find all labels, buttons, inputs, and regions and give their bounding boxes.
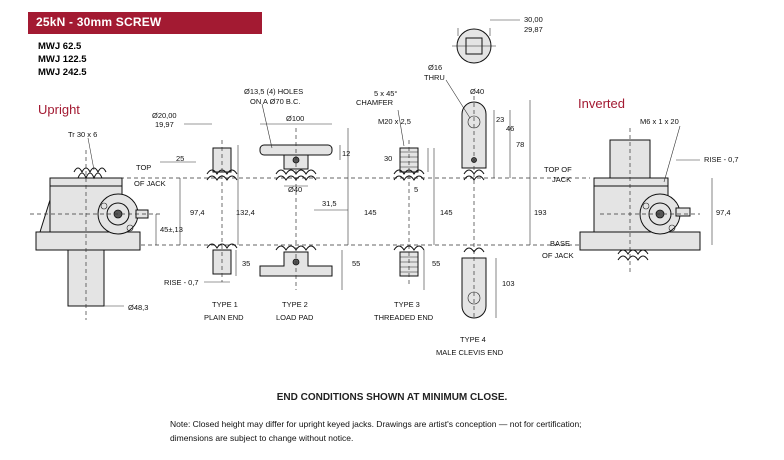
label-d974-upright: 97,4	[190, 208, 205, 217]
label-d193: 193	[534, 208, 547, 217]
label-d25: 25	[176, 154, 184, 163]
label-d30: 30	[384, 154, 392, 163]
dimension-lines	[87, 19, 713, 318]
label-top-jack-2: OF JACK	[134, 179, 166, 188]
label-d55-thread: 55	[432, 259, 440, 268]
upright-jack	[30, 150, 160, 320]
label-top-jack-r1: TOP OF	[544, 165, 572, 174]
sheet-title: 25kN - 30mm SCREW	[36, 15, 162, 29]
note-line-2: dimensions are subject to change without…	[170, 433, 354, 443]
type1-plain-end	[206, 140, 238, 282]
type4-name: MALE CLEVIS END	[436, 348, 504, 357]
label-m20: M20 x 2,5	[378, 117, 411, 126]
label-d1997: 19,97	[155, 120, 174, 129]
label-d315: 31,5	[322, 199, 337, 208]
type2-load-pad	[259, 128, 333, 290]
upright-heading: Upright	[38, 102, 80, 117]
model-item: MWJ 122.5	[38, 54, 87, 65]
footer-note: Note: Closed height may differ for uprig…	[170, 417, 582, 445]
label-d40-pad: Ø40	[288, 185, 302, 194]
label-d145-thread: 145	[440, 208, 453, 217]
label-thru: THRU	[424, 73, 445, 82]
label-d45: 45±,13	[160, 225, 183, 234]
type3-name: THREADED END	[374, 313, 434, 322]
label-d12: 12	[342, 149, 350, 158]
label-m6: M6 x 1 x 20	[640, 117, 679, 126]
type4-clevis-end	[452, 28, 496, 320]
label-chamfer-2: CHAMFER	[356, 98, 394, 107]
label-d100: Ø100	[286, 114, 304, 123]
label-d16: Ø16	[428, 63, 442, 72]
label-d40-clevis: Ø40	[470, 87, 484, 96]
label-d55-pad: 55	[352, 259, 360, 268]
label-chamfer-1: 5 x 45°	[374, 89, 397, 98]
label-d20: Ø20,00	[152, 111, 177, 120]
label-d483: Ø48,3	[128, 303, 148, 312]
label-d145-pad: 145	[364, 208, 377, 217]
type3-number: TYPE 3	[394, 300, 420, 309]
label-holes-2: ON A Ø70 B.C.	[250, 97, 300, 106]
label-d1324: 132,4	[236, 208, 255, 217]
model-item: MWJ 62.5	[38, 41, 82, 52]
label-base-jack-2: OF JACK	[542, 251, 574, 260]
label-width-max: 30,00	[524, 15, 543, 24]
model-list: MWJ 62.5 MWJ 122.5 MWJ 242.5	[38, 40, 87, 79]
label-holes-1: Ø13,5 (4) HOLES	[244, 87, 303, 96]
label-rise-upright: RISE - 0,7	[164, 278, 199, 287]
type4-number: TYPE 4	[460, 335, 486, 344]
label-base-jack-1: BASE	[550, 239, 570, 248]
footer-title: END CONDITIONS SHOWN AT MINIMUM CLOSE.	[276, 392, 508, 403]
label-d974-inverted: 97,4	[716, 208, 731, 217]
label-d78: 78	[516, 140, 524, 149]
label-width-min: 29,87	[524, 25, 543, 34]
type3-threaded-end	[393, 140, 425, 284]
label-tr-thread: Tr 30 x 6	[68, 130, 97, 139]
type1-number: TYPE 1	[212, 300, 238, 309]
inverted-jack	[579, 128, 701, 272]
model-item: MWJ 242.5	[38, 67, 87, 78]
label-d46: 46	[506, 124, 514, 133]
label-d103: 103	[502, 279, 515, 288]
label-rise-inverted: RISE - 0,7	[704, 155, 739, 164]
type1-name: PLAIN END	[204, 313, 244, 322]
label-d5: 5	[414, 185, 418, 194]
label-d35: 35	[242, 259, 250, 268]
title-banner	[28, 12, 262, 34]
type2-name: LOAD PAD	[276, 313, 314, 322]
label-top-jack-r2: JACK	[552, 175, 571, 184]
note-line-1: Note: Closed height may differ for uprig…	[170, 419, 582, 429]
inverted-heading: Inverted	[578, 96, 625, 111]
label-d23: 23	[496, 115, 504, 124]
label-top-jack-1: TOP	[136, 163, 151, 172]
type2-number: TYPE 2	[282, 300, 308, 309]
